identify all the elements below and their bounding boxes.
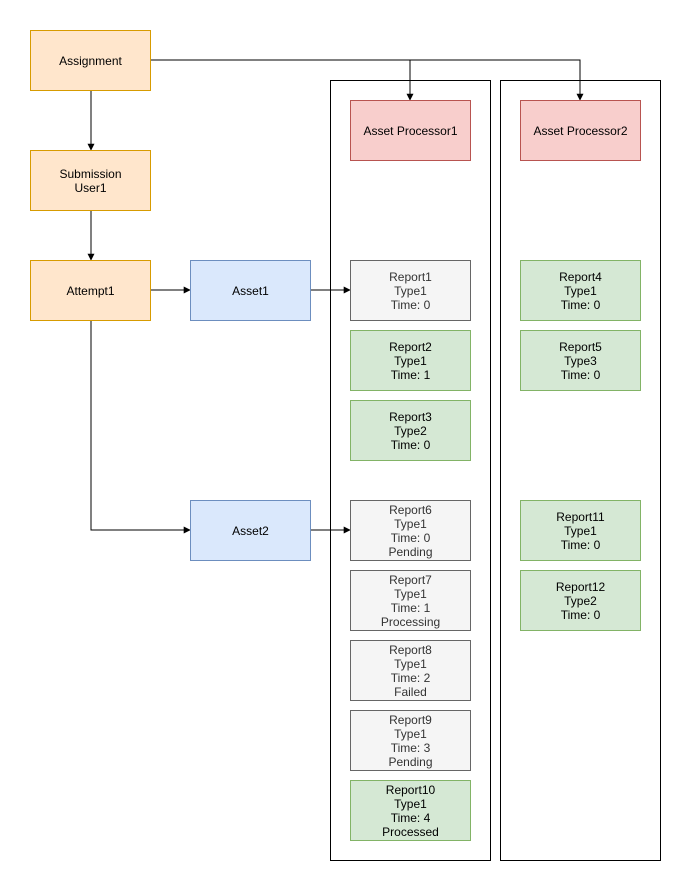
report6-node[interactable]: Report6 Type1 Time: 0 Pending <box>350 500 471 561</box>
report2-time: Time: 1 <box>390 367 431 382</box>
report7-name: Report7 <box>389 572 432 587</box>
report1-time: Time: 0 <box>390 297 431 312</box>
report10-status: Processed <box>382 824 439 839</box>
report6-type: Type1 <box>394 516 427 531</box>
report8-name: Report8 <box>389 642 432 657</box>
asset2-node[interactable]: Asset2 <box>190 500 311 561</box>
report7-node[interactable]: Report7 Type1 Time: 1 Processing <box>350 570 471 631</box>
report5-name: Report5 <box>559 339 602 354</box>
report6-time: Time: 0 <box>390 530 431 545</box>
report5-time: Time: 0 <box>560 367 601 382</box>
report10-name: Report10 <box>385 782 436 797</box>
report8-type: Type1 <box>394 656 427 671</box>
asset1-node[interactable]: Asset1 <box>190 260 311 321</box>
report2-type: Type1 <box>394 353 427 368</box>
asset-processor1-node[interactable]: Asset Processor1 <box>350 100 471 161</box>
report1-name: Report1 <box>389 269 432 284</box>
report1-node[interactable]: Report1 Type1 Time: 0 <box>350 260 471 321</box>
report2-node[interactable]: Report2 Type1 Time: 1 <box>350 330 471 391</box>
report9-name: Report9 <box>389 712 432 727</box>
asset1-label: Asset1 <box>232 283 269 298</box>
report2-name: Report2 <box>389 339 432 354</box>
report9-node[interactable]: Report9 Type1 Time: 3 Pending <box>350 710 471 771</box>
edge-assignment-processor2 <box>410 59 584 101</box>
report11-time: Time: 0 <box>560 537 601 552</box>
report10-time: Time: 4 <box>390 810 431 825</box>
report6-name: Report6 <box>389 502 432 517</box>
report11-node[interactable]: Report11 Type1 Time: 0 <box>520 500 641 561</box>
report4-time: Time: 0 <box>560 297 601 312</box>
report4-node[interactable]: Report4 Type1 Time: 0 <box>520 260 641 321</box>
report9-type: Type1 <box>394 726 427 741</box>
processor1-container <box>330 80 491 861</box>
report3-type: Type2 <box>394 423 427 438</box>
report4-name: Report4 <box>559 269 602 284</box>
report12-time: Time: 0 <box>560 607 601 622</box>
report5-type: Type3 <box>564 353 597 368</box>
attempt1-label: Attempt1 <box>66 283 115 298</box>
report5-node[interactable]: Report5 Type3 Time: 0 <box>520 330 641 391</box>
report9-time: Time: 3 <box>390 740 431 755</box>
asset-processor2-node[interactable]: Asset Processor2 <box>520 100 641 161</box>
report3-node[interactable]: Report3 Type2 Time: 0 <box>350 400 471 461</box>
report1-type: Type1 <box>394 283 427 298</box>
report8-status: Failed <box>394 684 427 699</box>
edge-attempt1-asset2 <box>90 321 191 534</box>
report12-node[interactable]: Report12 Type2 Time: 0 <box>520 570 641 631</box>
report12-type: Type2 <box>564 593 597 608</box>
report7-time: Time: 1 <box>390 600 431 615</box>
report9-status: Pending <box>388 754 433 769</box>
report8-node[interactable]: Report8 Type1 Time: 2 Failed <box>350 640 471 701</box>
report7-type: Type1 <box>394 586 427 601</box>
report10-node[interactable]: Report10 Type1 Time: 4 Processed <box>350 780 471 841</box>
report11-type: Type1 <box>564 523 597 538</box>
report10-type: Type1 <box>394 796 427 811</box>
asset-processor2-label: Asset Processor2 <box>533 123 628 138</box>
report6-status: Pending <box>388 544 433 559</box>
report3-time: Time: 0 <box>390 437 431 452</box>
assignment-node[interactable]: Assignment <box>30 30 151 91</box>
asset-processor1-label: Asset Processor1 <box>363 123 458 138</box>
submission-user: User1 <box>74 180 107 195</box>
report7-status: Processing <box>380 614 441 629</box>
submission-node[interactable]: Submission User1 <box>30 150 151 211</box>
asset2-label: Asset2 <box>232 523 269 538</box>
report12-name: Report12 <box>555 579 606 594</box>
report8-time: Time: 2 <box>390 670 431 685</box>
processor2-container <box>500 80 661 861</box>
report11-name: Report11 <box>556 509 605 524</box>
report3-name: Report3 <box>389 409 432 424</box>
report4-type: Type1 <box>564 283 597 298</box>
attempt1-node[interactable]: Attempt1 <box>30 260 151 321</box>
assignment-label: Assignment <box>59 53 122 68</box>
submission-label: Submission <box>59 166 122 181</box>
